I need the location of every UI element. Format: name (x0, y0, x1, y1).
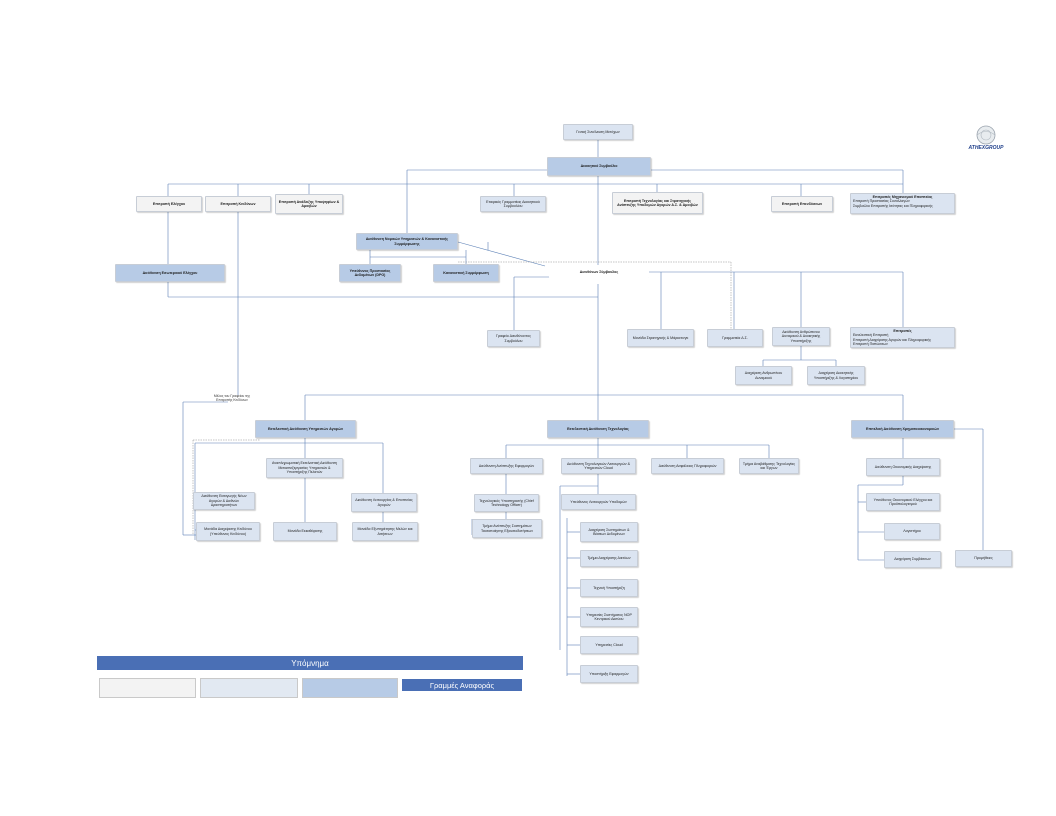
admin-support-box: Διαχείριση Διοικητικής Υποστήριξης & Λογ… (807, 366, 865, 385)
accounting-box: Λογιστήριο (884, 523, 940, 540)
app-development-box: Διεύθυνση Ανάπτυξης Εφαρμογών (470, 458, 543, 474)
globe-seal-icon (976, 125, 996, 145)
regulatory-compliance-box: Κανονιστική Συμμόρφωση (433, 264, 499, 282)
legend-swatch (99, 678, 196, 698)
finance-division-box: Επιτελική Διεύθυνση Χρηματοοικονομικών (851, 420, 954, 438)
tech-upgrade-box: Τμήμα Αναβάθμισης Τεχνολογίας και Έργων (739, 458, 799, 474)
members-unit-box: Μονάδα Εξυπηρέτησης Μελών και Αιτήσεων (352, 522, 418, 541)
ceo-office-box: Γραφείο Διευθύνοντος Συμβούλου (487, 330, 540, 347)
dpo-box: Υπεύθυνος Προστασίας Δεδομένων (DPO) (339, 264, 401, 282)
legal-services-box: Διεύθυνση Νομικών Υπηρεσιών & Κανονιστικ… (356, 233, 458, 250)
legend-title: Υπόμνημα (97, 656, 523, 670)
logo-text: ATHEXGROUP (968, 145, 1004, 151)
contracts-box: Διαχείριση Συμβάσεων (884, 551, 941, 568)
legend-swatch (302, 678, 398, 698)
technology-division-box: Εκτελεστική Διεύθυνση Τεχνολογίας (547, 420, 649, 438)
audit-committee-box: Επιτροπή Ελέγχου (136, 196, 202, 212)
infra-item-box: Υποστήριξη Εφαρμογών (580, 665, 638, 683)
ceo-committees-title: Επιτροπές (893, 329, 912, 333)
markets-deputy-box: Αναπληρωματική Εκτελεστική Διεύθυνση Μετ… (266, 458, 343, 478)
procurement-box: Προμήθειες (955, 550, 1012, 567)
hr-admin-box: Διεύθυνση Ανθρώπινου Δυναμικού & Διοικητ… (772, 327, 830, 346)
nominations-committee-box: Επιτροπή Ανάδειξης Υποψηφίων & Αμοιβών (275, 194, 343, 214)
risk-committee-box: Επιτροπή Κινδύνων (205, 196, 271, 212)
supervisory-committees-box: Επιτροπές Μηχανισμού Εποπτείας Επιτροπή … (850, 193, 955, 214)
infra-item-box: Υπηρεσίες Συστήματος ΝΟΡ Κεντρικού Δικτύ… (580, 607, 638, 627)
ceo-committees-line: Επιτροπή Πιστώσεων (853, 342, 888, 347)
risk-office-note: Μέλος του Γραφείου της Επιτροπής Κινδύνω… (213, 394, 251, 403)
ceo-committees-line: Εκτελεστική Επιτροπή (853, 333, 889, 338)
infosec-box: Διεύθυνση Ασφάλειας Πληροφοριών (651, 458, 724, 474)
clearing-unit-box: Μονάδα Εκκαθάρισης (273, 522, 337, 541)
legend-lines-label: Γραμμές Αναφοράς (402, 679, 522, 691)
tech-operations-box: Διεύθυνση Τεχνολογικών Λειτουργιών & Υπη… (561, 458, 636, 474)
infra-item-box: Διαχείριση Συστημάτων & Βάσεων Δεδομένων (580, 522, 638, 542)
hr-management-box: Διαχείριση Ανθρωπίνου Δυναμικού (735, 366, 792, 385)
supervisory-committees-line: Επιτροπή Προστασίας Συναλλαγών (853, 199, 910, 204)
technology-committee-box: Επιτροπή Τεχνολογίας και Στρατηγικής Ανά… (612, 192, 703, 214)
general-meeting-box: Γενική Συνέλευση Μετόχων (563, 124, 633, 140)
supervisory-committees-title: Επιτροπές Μηχανισμού Εποπτείας (872, 195, 933, 199)
budget-control-box: Υπεύθυνος Οικονομικού Ελέγχου και Προϋπο… (866, 493, 940, 511)
legend-swatch (200, 678, 298, 698)
board-secretariat-box: Γραμματεία Δ.Σ. (707, 329, 763, 347)
infra-item-box: Υπηρεσίες Cloud (580, 636, 638, 654)
market-operations-box: Διεύθυνση Λειτουργίας & Εποπτείας Αγορών (351, 493, 417, 512)
strategy-marketing-box: Μονάδα Στρατηγικής & Μάρκετινγκ (627, 329, 694, 347)
board-secretary-box: Εταιρικός Γραμματέας Διοικητικού Συμβουλ… (480, 196, 546, 212)
ceo-committees-line: Επιτροπή Διαχείρισης Αγορών και Πληροφορ… (853, 337, 932, 342)
ceo-box: Διευθύνων Σύμβουλος (549, 266, 649, 278)
infra-item-box: Τμήμα Διαχείρισης Δικτύων (580, 550, 638, 567)
listing-international-box: Διεύθυνση Εισαγωγής Νέων Αγορών & Διεθνώ… (193, 492, 255, 510)
infra-ops-head-box: Υπεύθυνος Λειτουργιών Υποδομών (561, 494, 636, 510)
investment-committee-box: Επιτροπή Επενδύσεων (771, 196, 833, 212)
board-box: Διοικητικό Συμβούλιο (547, 157, 651, 176)
markets-division-box: Εκτελεστική Διεύθυνση Υπηρεσιών Αγορών (255, 420, 356, 438)
cto-box: Τεχνολογικός Υποστηρικτής (Chief Technol… (474, 494, 539, 512)
financial-management-box: Διεύθυνση Οικονομικής Διαχείρισης (866, 458, 940, 476)
risk-unit-box: Μονάδα Διαχείρισης Κινδύνου (Υπεύθυνος Κ… (196, 522, 260, 541)
supervisory-committees-line: Συμβούλιο Επιτροπής Ισότητας και Πληροφο… (853, 203, 933, 208)
ceo-committees-box: Επιτροπές Εκτελεστική Επιτροπή Επιτροπή … (850, 327, 955, 348)
identity-systems-box: Τμήμα Ανάπτυξης Συστημάτων Ταυτοποίησης … (472, 519, 542, 538)
internal-audit-box: Διεύθυνση Εσωτερικού Ελέγχου (115, 264, 225, 282)
infra-item-box: Τεχνική Υποστήριξη (580, 579, 638, 597)
